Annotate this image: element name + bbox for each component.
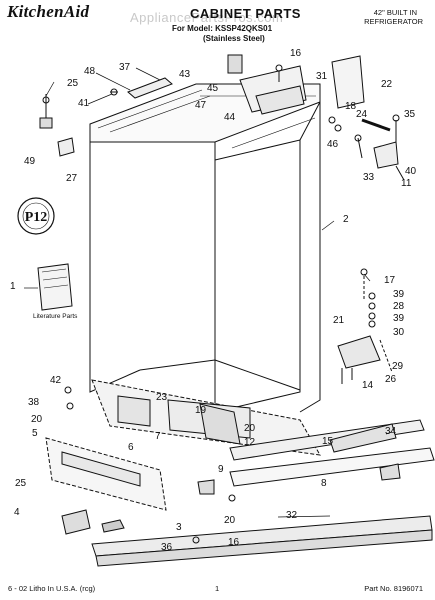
callout-21: 21: [333, 315, 345, 326]
callout-4: 4: [14, 507, 20, 518]
bottom-hinge-stack: [337, 268, 393, 384]
callout-46: 46: [327, 139, 339, 150]
callout-20-bottom: 20: [224, 515, 236, 526]
footer-litho: 6 - 02 Litho In U.S.A. (rcg): [8, 584, 96, 593]
callout-30: 30: [393, 327, 405, 338]
callout-20-mid: 20: [244, 423, 256, 434]
callout-33: 33: [363, 172, 375, 183]
callout-44: 44: [224, 112, 236, 123]
callout-41: 41: [78, 98, 90, 109]
callout-42: 42: [50, 375, 62, 386]
callout-20-left: 20: [31, 414, 43, 425]
callout-17: 17: [384, 275, 396, 286]
model-line: For Model: KSSP42QKS01: [172, 24, 273, 33]
callout-36: 36: [161, 542, 173, 553]
callout-25-bottom: 25: [15, 478, 27, 489]
parts-stamp: [17, 197, 55, 235]
leader-lines: [24, 67, 393, 518]
footer-page-number: 1: [215, 584, 220, 593]
callout-49: 49: [24, 156, 36, 167]
callout-47: 47: [195, 100, 207, 111]
product-type-line1: 42" BUILT IN: [373, 8, 417, 17]
callout-28: 28: [393, 301, 405, 312]
callout-14: 14: [362, 380, 374, 391]
right-hinge-parts: [354, 114, 405, 181]
callout-3: 3: [176, 522, 182, 533]
callout-23: 23: [156, 392, 168, 403]
product-type-line2: REFRIGERATOR: [364, 17, 423, 26]
callout-39-a: 39: [393, 289, 405, 300]
callout-1: 1: [10, 281, 16, 292]
watermark: AppliancePartsPros.com: [130, 10, 284, 25]
callout-24: 24: [356, 109, 368, 120]
callout-22: 22: [381, 79, 393, 90]
callout-15: 15: [322, 436, 334, 447]
stamp-text: P12: [25, 210, 48, 225]
callout-6: 6: [128, 442, 134, 453]
cabinet-shell: [89, 83, 321, 413]
literature-booklet: [37, 263, 73, 311]
callout-40: 40: [405, 166, 417, 177]
callout-2: 2: [343, 214, 349, 225]
callout-18: 18: [345, 101, 357, 112]
callout-8: 8: [321, 478, 327, 489]
finish-line: (Stainless Steel): [203, 34, 265, 43]
page-title: CABINET PARTS: [190, 6, 301, 21]
literature-label: Literature Parts: [33, 313, 78, 320]
callout-9: 9: [218, 464, 224, 475]
callout-31: 31: [316, 71, 328, 82]
callout-16-top: 16: [290, 48, 302, 59]
callout-43: 43: [179, 69, 191, 80]
top-bracket-parts: [127, 54, 365, 132]
callout-16-bottom: 16: [228, 537, 240, 548]
callout-7: 7: [155, 431, 161, 442]
callout-29: 29: [392, 361, 404, 372]
callout-35: 35: [404, 109, 416, 120]
callout-48: 48: [84, 66, 96, 77]
callout-45: 45: [207, 83, 219, 94]
callout-38: 38: [28, 397, 40, 408]
callout-27: 27: [66, 173, 78, 184]
callout-39-b: 39: [393, 313, 405, 324]
callout-5: 5: [32, 428, 38, 439]
left-side-parts: [39, 88, 118, 157]
brand-logo: KitchenAid: [7, 2, 90, 21]
callout-32: 32: [286, 510, 298, 521]
base-grille-assembly: [45, 379, 435, 567]
callout-26: 26: [385, 374, 397, 385]
callout-19: 19: [195, 405, 207, 416]
callout-25-top: 25: [67, 78, 79, 89]
footer-part-number: Part No. 8196071: [364, 584, 423, 593]
callout-11: 11: [401, 178, 412, 189]
callout-34: 34: [385, 426, 397, 437]
callout-37: 37: [119, 62, 131, 73]
callout-12: 12: [244, 437, 256, 448]
